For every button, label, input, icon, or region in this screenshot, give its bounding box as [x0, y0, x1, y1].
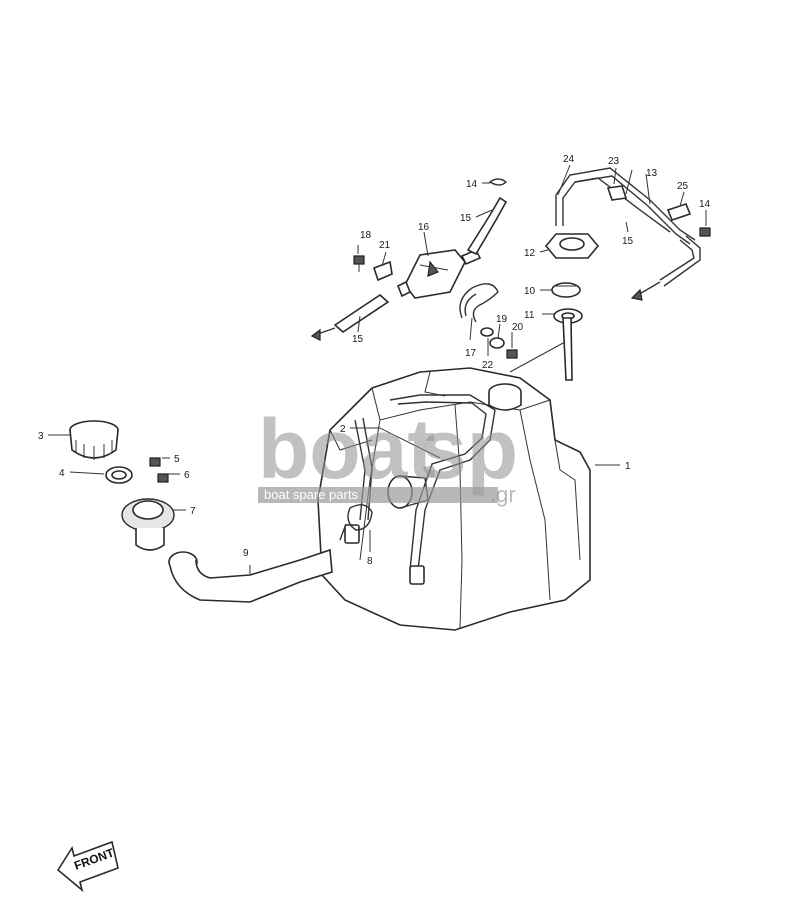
hose-clamp — [339, 504, 373, 541]
label-part-23: 23 — [608, 156, 620, 167]
watermark: boat sp boat spare parts .gr — [258, 402, 518, 507]
label-part-13: 13 — [646, 168, 658, 179]
watermark-domain: .gr — [490, 482, 516, 507]
label-part-14b: 14 — [699, 199, 711, 210]
filler-neck-flange — [121, 498, 175, 551]
label-part-6: 6 — [184, 470, 190, 481]
label-part-16: 16 — [418, 222, 430, 233]
filler-gasket — [105, 466, 133, 484]
label-part-15a: 15 — [460, 213, 472, 224]
washer-22 — [480, 327, 494, 337]
pickup-tube — [562, 317, 573, 381]
washer-19 — [489, 337, 505, 349]
fuel-hose-upper — [466, 196, 508, 256]
label-part-3: 3 — [38, 431, 44, 442]
label-part-4: 4 — [59, 468, 65, 479]
fuel-filter — [396, 248, 482, 299]
label-part-19: 19 — [496, 314, 508, 325]
hose-clip — [459, 283, 499, 323]
label-part-11: 11 — [524, 310, 535, 321]
label-part-20: 20 — [512, 322, 524, 333]
front-direction-indicator: FRONT — [56, 840, 119, 893]
filler-hose — [168, 548, 333, 603]
filler-bolt-washer — [149, 457, 169, 483]
label-part-12: 12 — [524, 248, 536, 259]
label-part-1: 1 — [625, 461, 631, 472]
watermark-brand-left: boat — [258, 402, 435, 496]
label-part-22: 22 — [482, 360, 494, 371]
label-part-25: 25 — [677, 181, 689, 192]
label-part-9: 9 — [243, 548, 249, 559]
filler-cap — [69, 420, 119, 460]
watermark-tagline: boat spare parts — [264, 487, 358, 502]
hose-clip-top — [488, 178, 508, 186]
watermark-tagline-bar — [258, 487, 498, 503]
watermark-brand-right: sp — [420, 402, 518, 496]
pickup-flange — [551, 282, 581, 298]
bolt — [353, 255, 365, 272]
label-part-2: 2 — [340, 424, 346, 435]
leader-lines — [48, 164, 707, 575]
label-part-18: 18 — [360, 230, 372, 241]
label-part-7: 7 — [190, 506, 196, 517]
label-part-5: 5 — [174, 454, 180, 465]
label-part-21: 21 — [379, 240, 391, 251]
bracket — [372, 260, 393, 282]
label-part-24: 24 — [563, 154, 575, 165]
fuel-line-assembly — [555, 167, 711, 287]
nut-20 — [506, 349, 518, 359]
label-part-15c: 15 — [622, 236, 634, 247]
pickup-nut — [544, 233, 600, 259]
fuel-hose-inlet — [333, 293, 390, 334]
part-labels: 1 2 3 4 5 6 7 8 9 10 11 12 13 14 14 15 1… — [38, 154, 711, 567]
label-part-10: 10 — [524, 286, 536, 297]
label-part-15b: 15 — [352, 334, 364, 345]
label-part-8: 8 — [367, 556, 373, 567]
label-part-14a: 14 — [466, 179, 478, 190]
label-part-17: 17 — [465, 348, 477, 359]
